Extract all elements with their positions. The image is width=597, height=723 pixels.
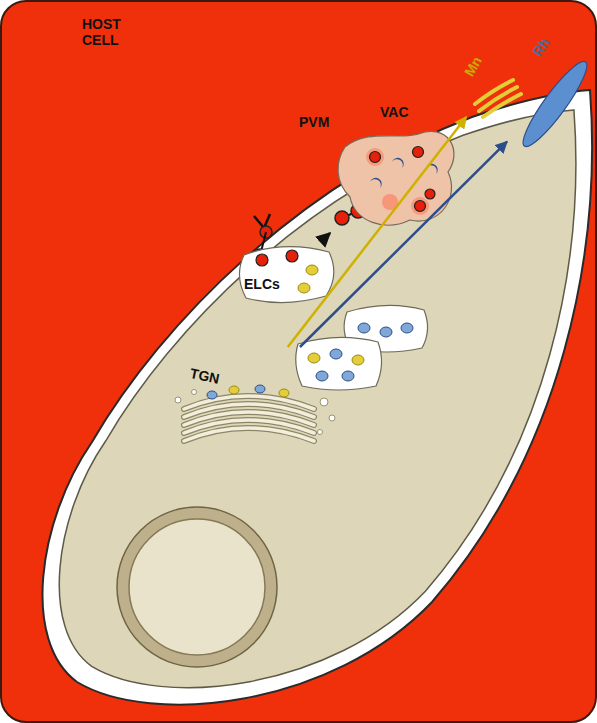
trans-golgi-network-outline: [172, 347, 322, 452]
cargo-dot: [308, 353, 320, 363]
nucleus-envelope: [117, 507, 277, 667]
endosome-like-compartment: ELCs: [234, 240, 339, 308]
node-label: PVM: [299, 114, 329, 130]
parasitophorous-vacuole: PVM VACELCsTGNMnRh: [37, 42, 597, 722]
cargo-dot: [342, 371, 354, 381]
nucleus: [129, 519, 265, 655]
traffic-arrow: [300, 142, 507, 347]
cargo-dot: [380, 327, 392, 337]
node-label: HOST CELL: [82, 16, 132, 48]
vesicle: [335, 211, 349, 225]
node-label: VAC: [380, 104, 409, 120]
small-vesicle: [318, 430, 323, 435]
small-vesicle: [320, 398, 328, 406]
cargo-dot: [352, 355, 364, 365]
parasite-organelles: [37, 42, 597, 722]
cargo-dot: [330, 349, 342, 359]
traffic-arrow: [288, 117, 466, 347]
small-vesicle: [175, 397, 181, 403]
node-label: ELCs: [244, 276, 280, 292]
cargo-dot: [401, 323, 413, 333]
vacuole-compartment-outline: [330, 102, 465, 237]
cargo-dot: [316, 371, 328, 381]
small-vesicle: [192, 390, 197, 395]
vacuole-compartment: VAC: [330, 102, 465, 237]
elc-compartment: [296, 337, 382, 390]
rhoptry-outline: [507, 42, 592, 157]
small-vesicle: [329, 415, 335, 421]
node-label: Rh: [529, 35, 553, 59]
cargo-dot: [358, 323, 370, 333]
endosome-like-compartment-outline: [234, 240, 339, 308]
node-label: Mn: [461, 53, 485, 79]
node-label: TGN: [189, 365, 221, 387]
micronemes: Mn: [457, 57, 522, 117]
rhoptry: Rh: [507, 42, 592, 157]
traffic-arrow: [323, 233, 330, 240]
trans-golgi-network: TGN: [172, 347, 322, 452]
